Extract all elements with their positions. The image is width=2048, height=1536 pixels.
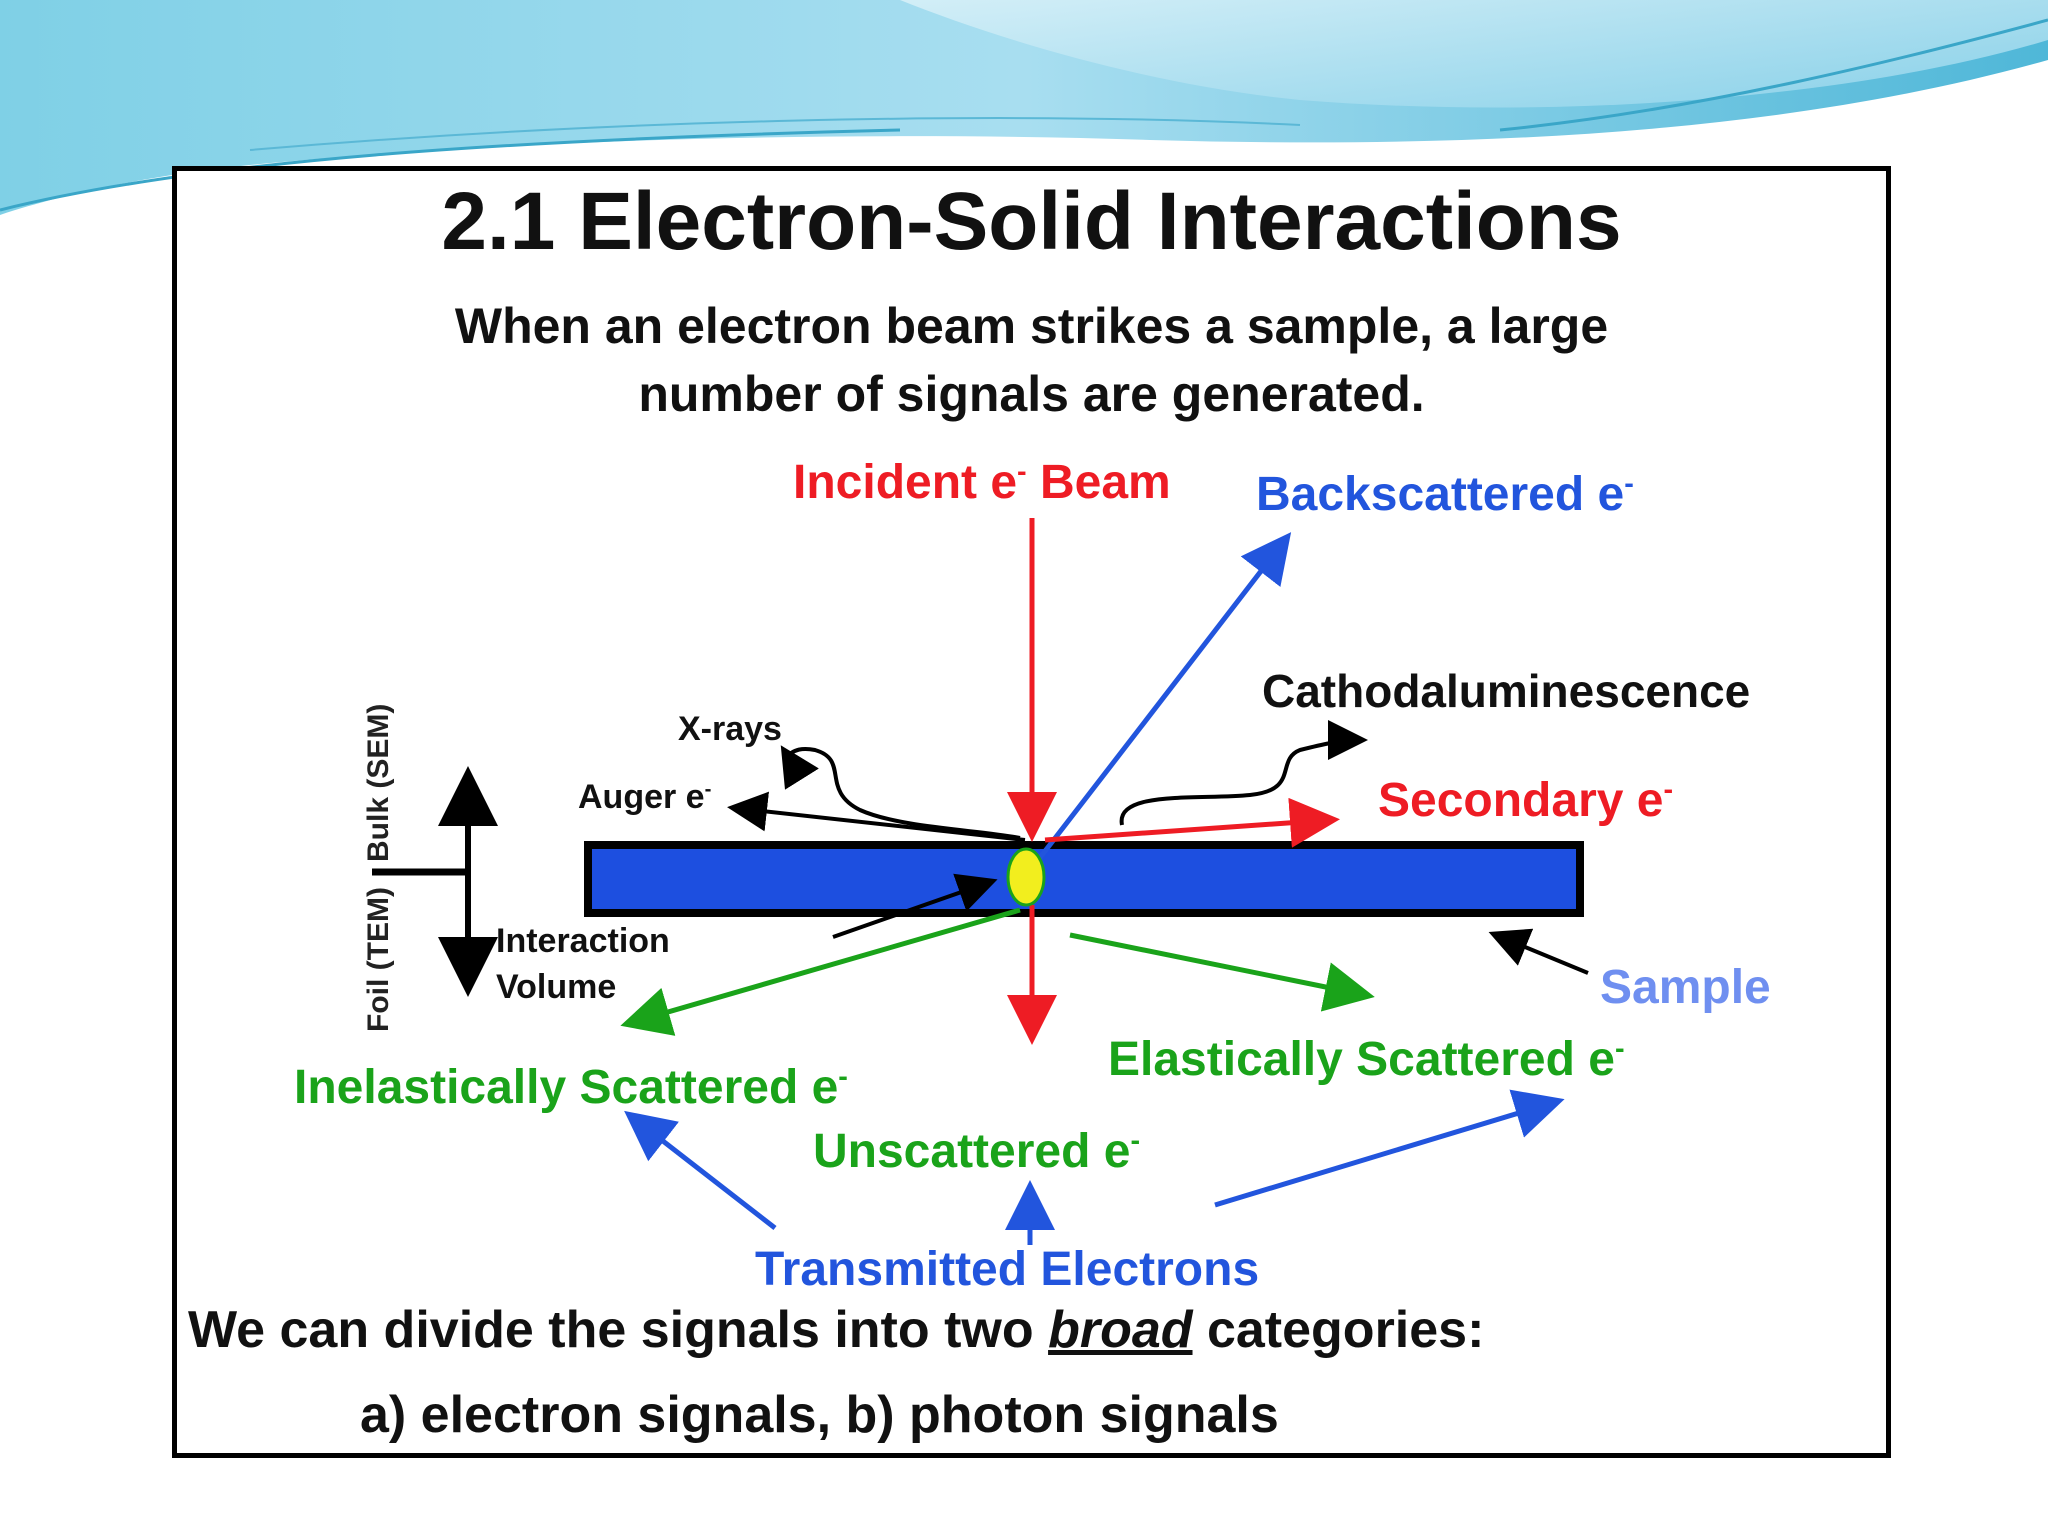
- backscattered-label: Backscattered e-: [1256, 467, 1634, 522]
- foil-label: Foil (TEM): [362, 887, 395, 1032]
- secondary-arrow: [1045, 820, 1330, 840]
- footer-line-1: We can divide the signals into two broad…: [188, 1300, 1484, 1360]
- interaction-volume-label: Interaction Volume: [496, 918, 670, 1010]
- xrays-label: X-rays: [678, 710, 782, 749]
- elastic-scatter-label: Elastically Scattered e-: [1108, 1032, 1625, 1087]
- sample-slab: [588, 845, 1580, 913]
- sample-pointer: [1496, 935, 1588, 973]
- transmitted-to-elastic-arrow: [1215, 1102, 1555, 1205]
- inelastic-scatter-label: Inelastically Scattered e-: [294, 1060, 848, 1115]
- bulk-label: Bulk (SEM): [362, 704, 395, 862]
- emphasis-broad: broad: [1048, 1301, 1192, 1359]
- auger-label: Auger e-: [578, 778, 711, 817]
- incident-beam-label: Incident e- Beam: [793, 455, 1171, 510]
- cathodoluminescence-wavy-arrow: [1122, 740, 1360, 825]
- backscattered-arrow: [1032, 540, 1285, 868]
- inelastic-scatter-arrow: [630, 910, 1020, 1023]
- auger-arrow: [735, 808, 1025, 840]
- unscattered-label: Unscattered e-: [813, 1124, 1140, 1179]
- transmitted-electrons-label: Transmitted Electrons: [755, 1242, 1259, 1297]
- transmitted-to-inelastic-arrow: [632, 1117, 775, 1228]
- footer-line-2: a) electron signals, b) photon signals: [360, 1385, 1279, 1445]
- cathodoluminescence-label: Cathodaluminescence: [1262, 664, 1750, 718]
- elastic-scatter-arrow: [1070, 935, 1365, 995]
- secondary-label: Secondary e-: [1378, 773, 1673, 828]
- sample-label: Sample: [1600, 960, 1771, 1015]
- interaction-volume-ellipse: [1008, 849, 1044, 905]
